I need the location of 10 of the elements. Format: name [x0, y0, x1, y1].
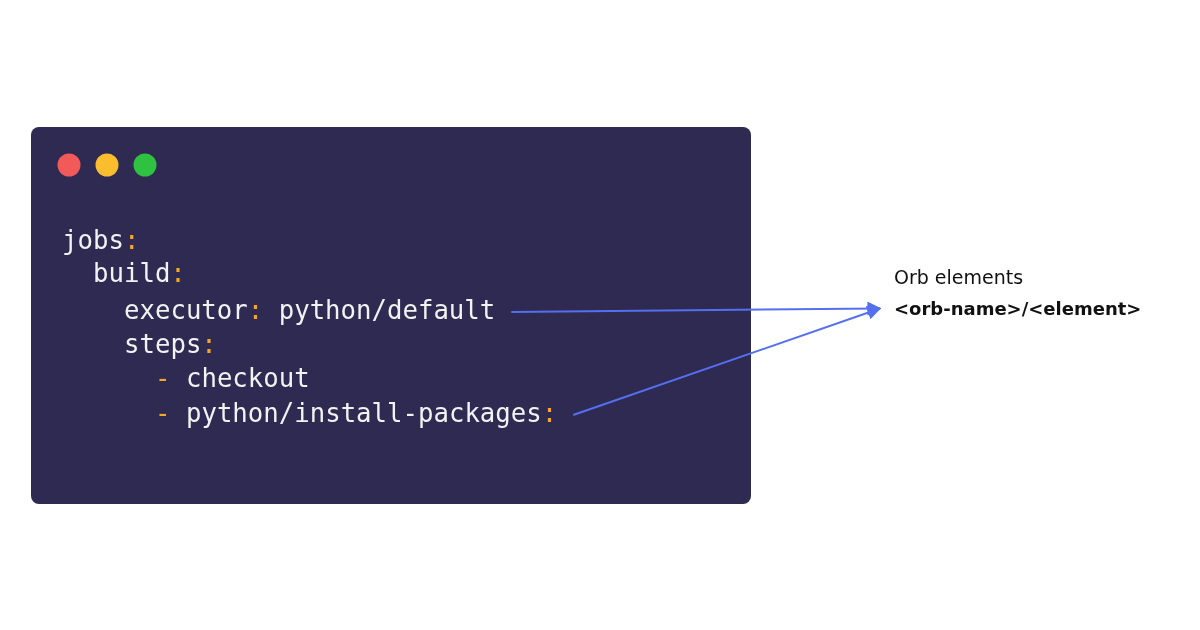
code-line: - checkout	[155, 362, 326, 394]
arrow	[572, 306, 882, 416]
code-line: build:	[93, 257, 202, 289]
code-line: executor: python/default	[124, 294, 512, 326]
code-window	[31, 127, 751, 504]
arrow	[510, 301, 882, 316]
syntax-text: <orb-name>/<element>	[894, 297, 1142, 321]
code-line: - python/install-packages:	[155, 397, 574, 429]
code-line: steps:	[124, 328, 233, 360]
heading-text: Orb elements	[894, 265, 1025, 290]
